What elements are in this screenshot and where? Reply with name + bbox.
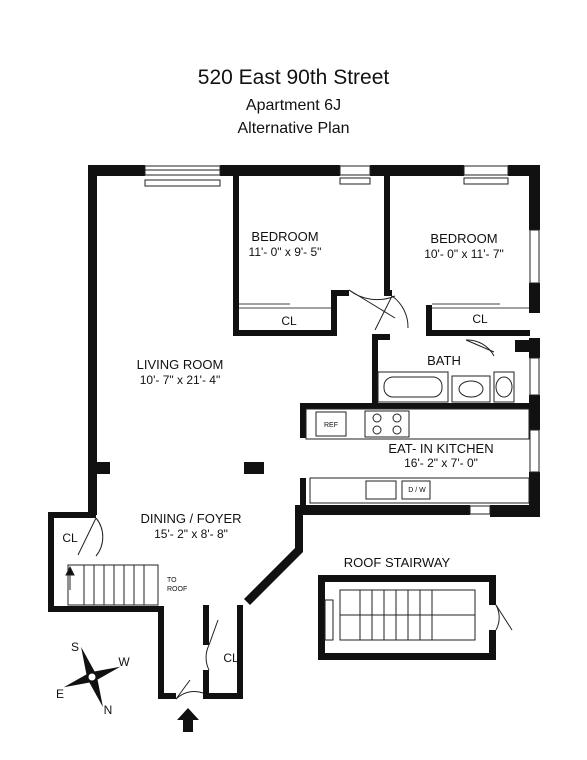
doors <box>77 289 495 700</box>
closet-label-entry: CL <box>223 651 239 665</box>
apartment-label: Apartment 6J <box>245 97 342 114</box>
exterior-walls <box>48 165 540 699</box>
bedroom2-dims: 10'- 0" x 11'- 7" <box>424 247 504 261</box>
interior-walls <box>96 176 530 508</box>
living-room-dims: 10'- 7" x 21'- 4" <box>140 373 220 387</box>
dw-label: D / W <box>408 487 426 494</box>
kitchen-name: EAT- IN KITCHEN <box>388 441 493 456</box>
living-room-name: LIVING ROOM <box>137 357 224 372</box>
to-roof-label-1: TO <box>167 577 177 584</box>
roof-stairway-name: ROOF STAIRWAY <box>344 555 451 570</box>
bedroom1-name: BEDROOM <box>251 229 318 244</box>
address-title: 520 East 90th Street <box>197 66 390 89</box>
compass-e: E <box>56 687 64 701</box>
closet-label-bedroom2: CL <box>472 312 488 326</box>
compass-w: W <box>118 655 130 669</box>
dining-foyer-name: DINING / FOYER <box>140 511 241 526</box>
kitchen-fixtures <box>305 408 530 504</box>
windows <box>144 165 540 515</box>
closet-label-bedroom1: CL <box>281 314 297 328</box>
kitchen-dims: 16'- 2" x 7'- 0" <box>404 456 478 470</box>
roof-stairway <box>318 575 513 660</box>
bath-fixtures <box>377 371 515 403</box>
bedroom2-name: BEDROOM <box>430 231 497 246</box>
compass-s: S <box>71 640 79 654</box>
closet-lines <box>239 303 529 309</box>
compass-icon <box>63 646 121 708</box>
compass-n: N <box>104 703 113 717</box>
plan-label: Alternative Plan <box>237 120 350 137</box>
entry-arrow-icon <box>177 708 199 732</box>
dining-foyer-dims: 15'- 2" x 8'- 8" <box>154 527 228 541</box>
to-roof-label-2: ROOF <box>167 586 187 593</box>
bedroom1-dims: 11'- 0" x 9'- 5" <box>249 245 322 259</box>
stairs <box>65 564 159 606</box>
closet-label-foyer: CL <box>62 531 78 545</box>
bath-name: BATH <box>427 353 461 368</box>
ref-label: REF <box>324 422 338 429</box>
